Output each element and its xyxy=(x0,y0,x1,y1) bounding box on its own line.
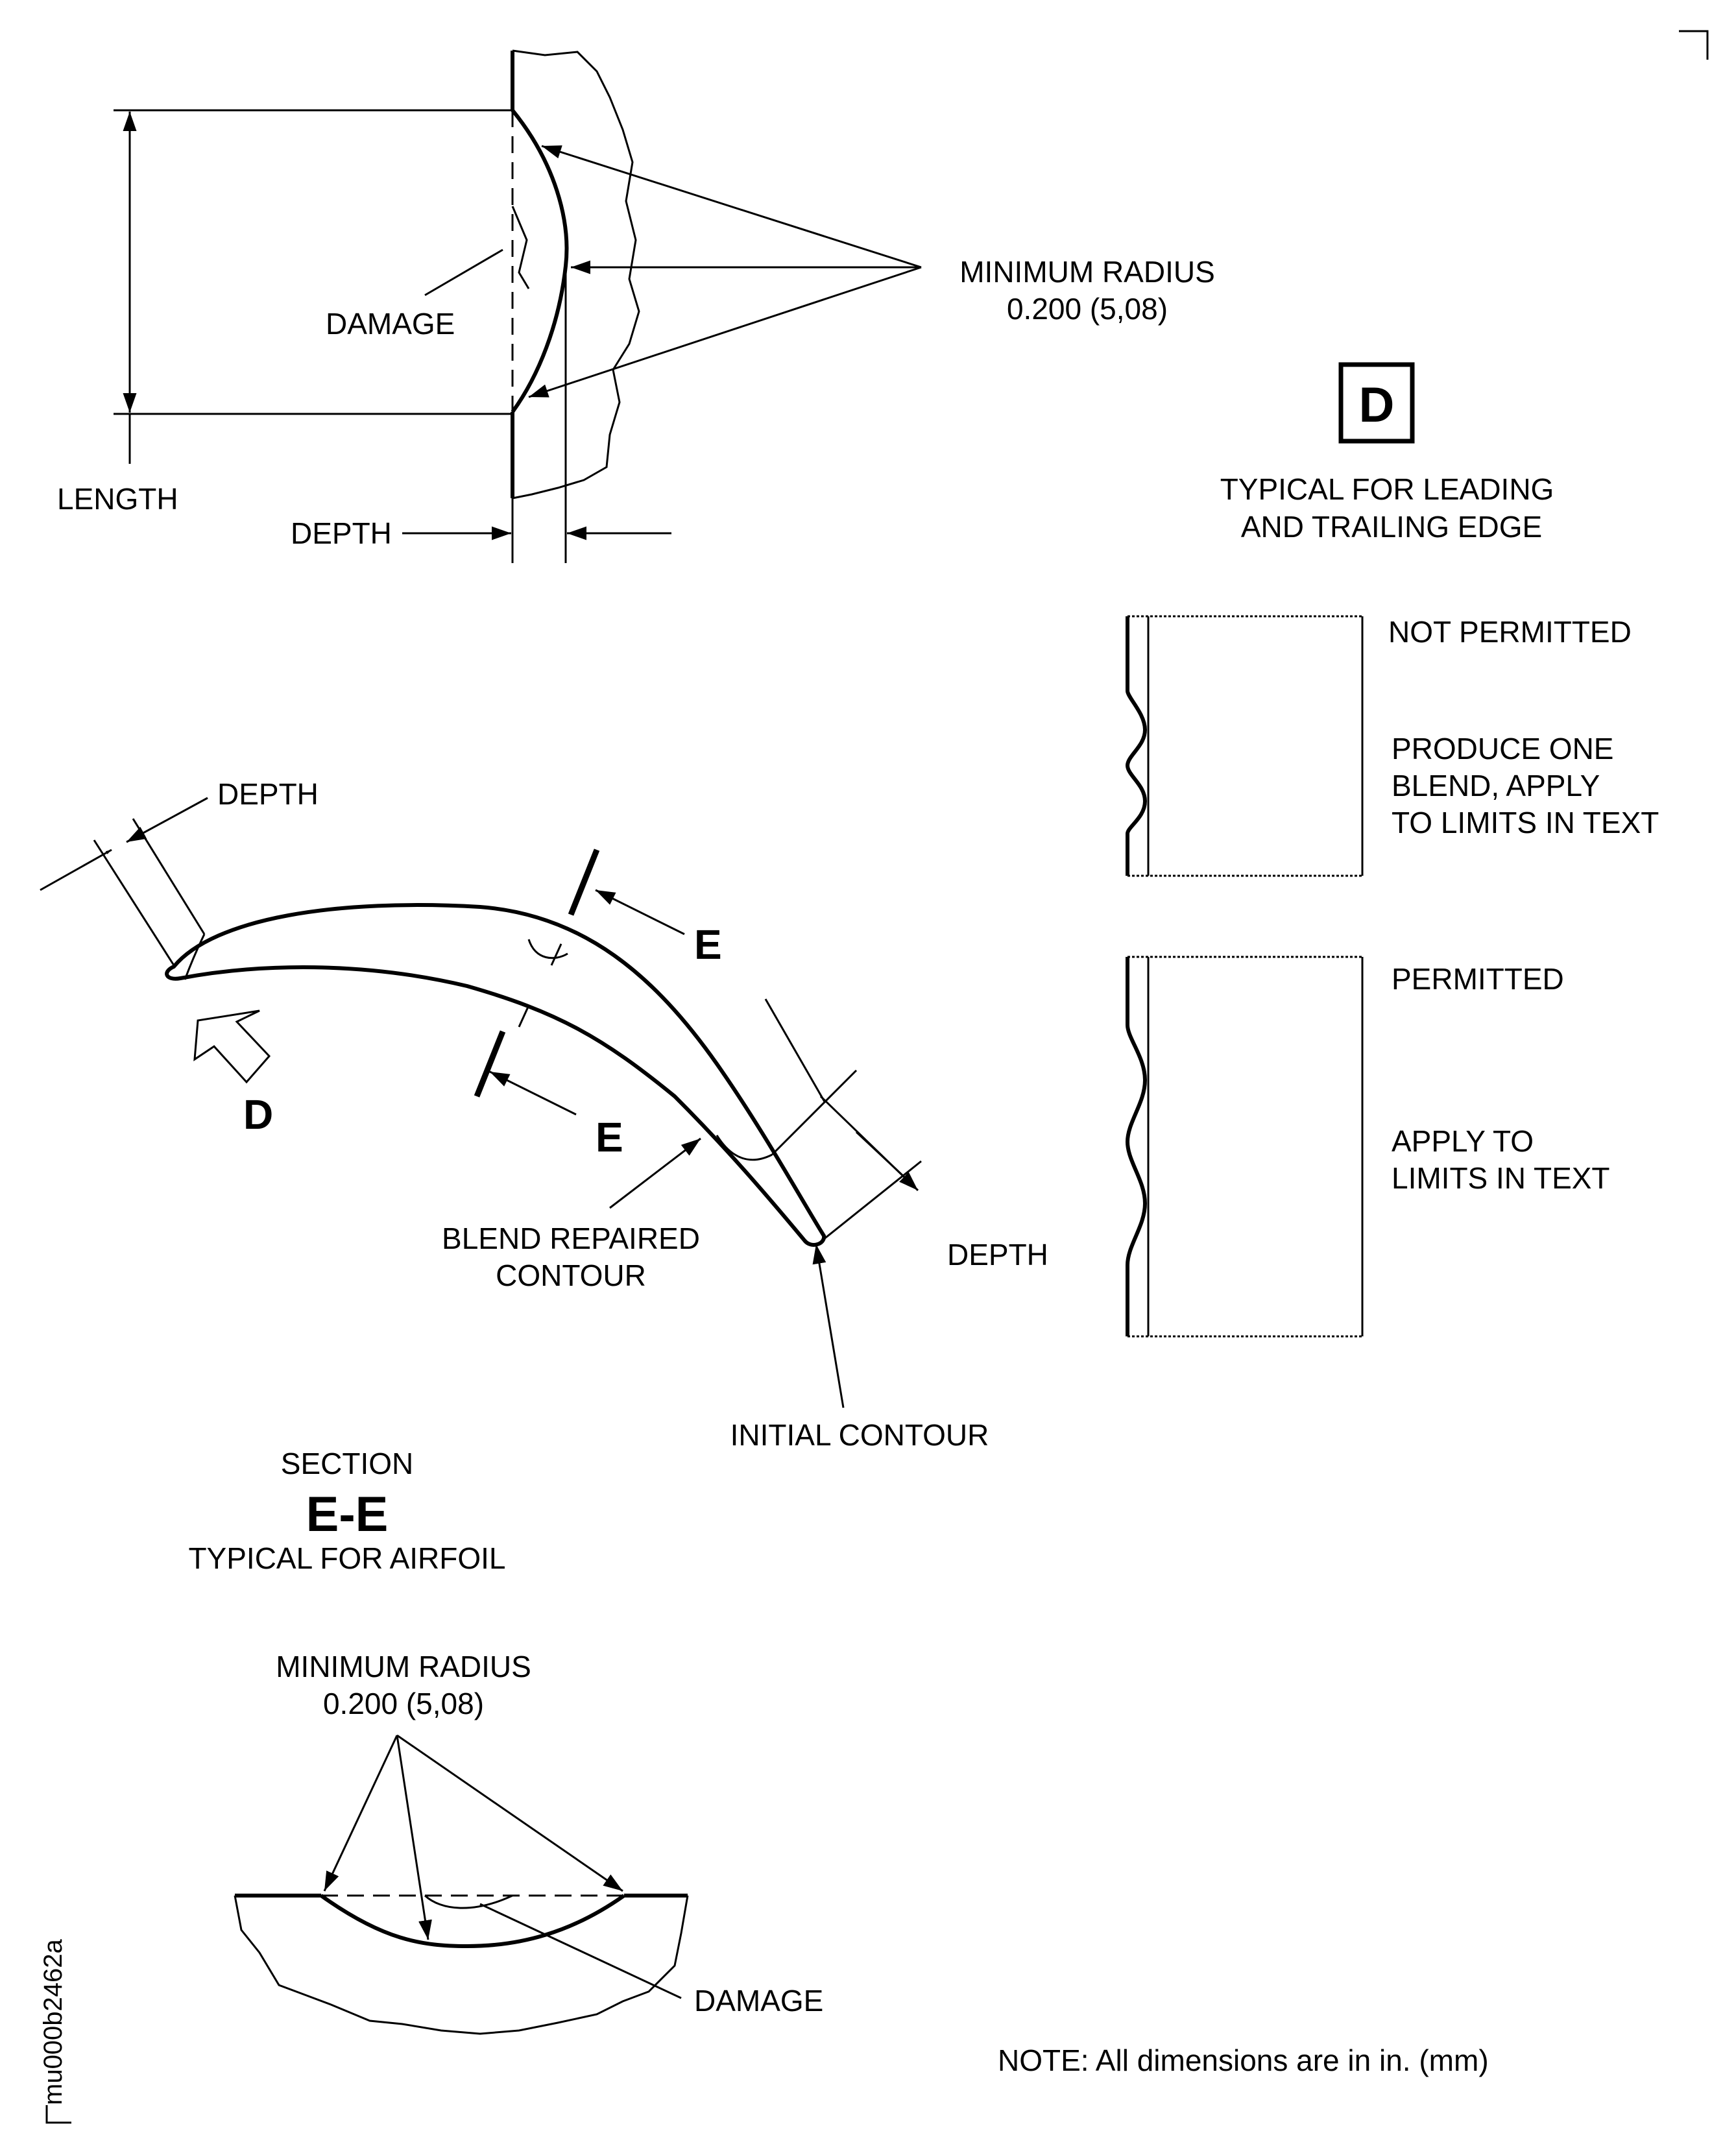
depth-ext-te-2 xyxy=(823,1160,922,1240)
depth-dim-le-2 xyxy=(126,797,208,843)
blend-label-1: BLEND REPAIRED xyxy=(442,1222,700,1255)
section-cut-bar-top xyxy=(568,849,600,916)
blend-label-2: CONTOUR xyxy=(496,1259,646,1292)
permitted-label: PERMITTED xyxy=(1392,962,1564,996)
not-permitted-note-3: TO LIMITS IN TEXT xyxy=(1392,806,1659,839)
section-cut-dash-top xyxy=(550,943,562,966)
depth-ext-te-1 xyxy=(764,998,826,1103)
damage-label-bottom: DAMAGE xyxy=(694,1984,823,2018)
view-d-letter: D xyxy=(1359,378,1395,433)
depth-label-top: DEPTH xyxy=(291,516,392,550)
minimum-radius-value-bottom: 0.200 (5,08) xyxy=(323,1687,484,1720)
view-d-callout: D TYPICAL FOR LEADING AND TRAILING EDGE xyxy=(1220,362,1554,544)
radius-leader-b2 xyxy=(396,1735,432,1940)
damage-leader-bottom xyxy=(479,1903,682,1999)
cut-letter-top: E xyxy=(694,921,722,968)
view-d-caption-1: TYPICAL FOR LEADING xyxy=(1220,472,1554,506)
figure-id: mu000b2462a xyxy=(39,1938,67,2105)
te-blend-arc xyxy=(716,1135,773,1161)
radius-leader-1 xyxy=(541,145,922,269)
damage-notch-bottom xyxy=(424,1894,513,1909)
depth-label-le: DEPTH xyxy=(217,777,319,811)
figure-id-bracket xyxy=(45,2105,71,2124)
le-blend-arc xyxy=(184,934,206,980)
section-word: SECTION xyxy=(281,1447,413,1480)
airfoil-section: E E DEPTH DEPTH D BLEND REPAIRED CONTOUR… xyxy=(40,777,1048,1575)
upper-blend-arc xyxy=(527,939,568,959)
view-d-box xyxy=(1338,362,1415,444)
depth-ext-le-1 xyxy=(93,839,175,966)
section-arrow-bottom xyxy=(489,1070,577,1116)
permitted-note-1: APPLY TO xyxy=(1392,1124,1534,1158)
length-label: LENGTH xyxy=(57,482,178,516)
damage-leader-top xyxy=(424,248,503,296)
bottom-break-line xyxy=(234,1895,689,2035)
minimum-radius-label-bottom: MINIMUM RADIUS xyxy=(276,1650,531,1683)
not-permitted-label: NOT PERMITTED xyxy=(1388,615,1632,649)
radius-leader-b1 xyxy=(323,1735,398,1892)
minimum-radius-label-top: MINIMUM RADIUS xyxy=(959,255,1215,289)
permitted-example: PERMITTED APPLY TO LIMITS IN TEXT xyxy=(1125,956,1610,1338)
not-permitted-note-1: PRODUCE ONE xyxy=(1392,732,1613,765)
depth-dim-te-2 xyxy=(855,1131,908,1181)
corner-mark xyxy=(1679,30,1709,60)
not-permitted-wavy-edge xyxy=(1125,616,1148,876)
view-d-arrow-letter: D xyxy=(243,1091,273,1138)
view-d-caption-2: AND TRAILING EDGE xyxy=(1241,510,1542,544)
damage-notch-top xyxy=(511,206,530,289)
section-caption: TYPICAL FOR AIRFOIL xyxy=(188,1541,505,1575)
section-arrow-top xyxy=(595,889,685,935)
view-d-arrow xyxy=(193,1009,271,1084)
depth-dim-le-1 xyxy=(40,849,112,891)
damage-label-top: DAMAGE xyxy=(326,307,455,341)
not-permitted-example: NOT PERMITTED PRODUCE ONE BLEND, APPLY T… xyxy=(1125,615,1659,877)
radius-leader-b3 xyxy=(396,1734,623,1892)
section-cut-bar-bottom xyxy=(474,1030,506,1098)
initial-contour-leader xyxy=(812,1244,845,1408)
section-id: E-E xyxy=(306,1487,389,1542)
depth-label-te: DEPTH xyxy=(947,1238,1048,1271)
depth-ext-te-3 xyxy=(771,1069,858,1156)
cut-letter-bottom: E xyxy=(596,1114,623,1161)
blend-contour-bottom xyxy=(320,1894,625,1949)
initial-contour-label: INITIAL CONTOUR xyxy=(730,1418,989,1452)
minimum-radius-value-top: 0.200 (5,08) xyxy=(1007,292,1168,326)
permitted-wavy-edge xyxy=(1125,957,1148,1336)
bottom-surface-detail: MINIMUM RADIUS 0.200 (5,08) DAMAGE xyxy=(234,1650,823,2035)
not-permitted-note-2: BLEND, APPLY xyxy=(1392,769,1600,802)
blend-leader xyxy=(609,1137,701,1209)
permitted-note-2: LIMITS IN TEXT xyxy=(1392,1161,1610,1195)
section-cut-dash-mid xyxy=(518,1005,530,1028)
blend-contour-top xyxy=(511,109,569,413)
top-break-line xyxy=(512,49,640,500)
radius-leader-3 xyxy=(528,266,922,398)
dimensions-note: NOTE: All dimensions are in in. (mm) xyxy=(998,2043,1489,2077)
airfoil-outline xyxy=(165,903,826,1247)
top-edge-detail: MINIMUM RADIUS 0.200 (5,08) DAMAGE LENGT… xyxy=(57,49,1215,563)
